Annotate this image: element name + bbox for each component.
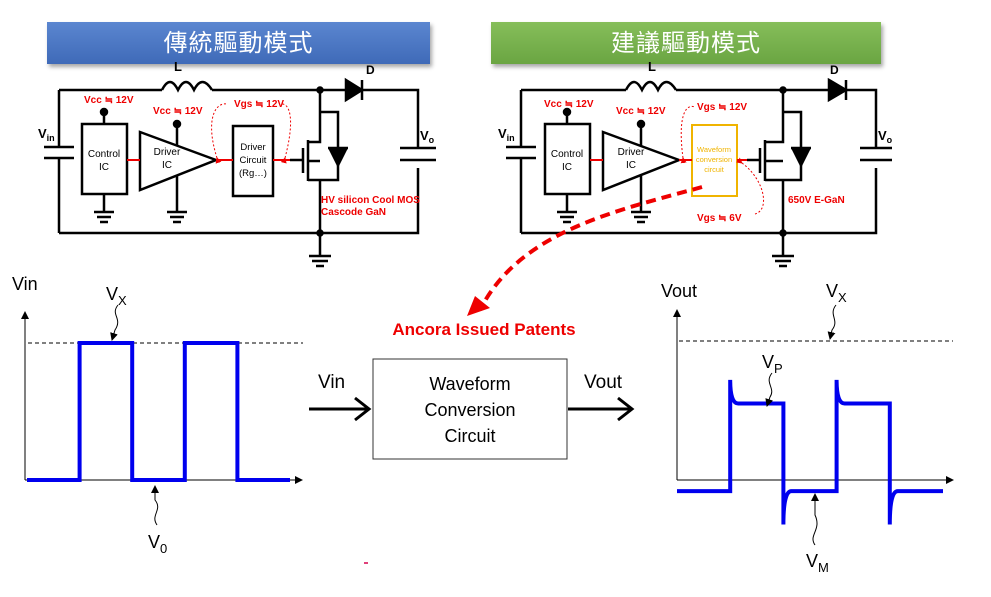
block-line-1: Waveform — [429, 374, 510, 394]
vcc-label-driver: Vcc ≒ 12V — [153, 106, 203, 117]
vout-vp-pointer — [765, 372, 774, 407]
block-line-2: Conversion — [424, 400, 515, 420]
diode-label: D — [830, 63, 839, 77]
block-output-label: Vout — [584, 372, 623, 393]
inductor-label: L — [648, 59, 656, 74]
vin-waveform — [27, 341, 290, 482]
waveform-conversion-block — [372, 358, 568, 460]
vgs-out-label: Vgs ≒ 6V — [697, 213, 742, 224]
vin-chart: Vin VX V0 — [12, 274, 303, 556]
control-ic-label-1: Control — [551, 149, 583, 160]
mosfet-icon — [747, 90, 803, 233]
vin-v0-annotation: V0 — [148, 532, 167, 556]
patent-label: Ancora Issued Patents — [392, 320, 575, 339]
driver-ic-label-1: Driver — [618, 147, 645, 158]
conversion-label-3: circuit — [704, 165, 725, 174]
stray-mark — [364, 562, 368, 564]
control-ic-label-2: IC — [562, 162, 572, 173]
driver-ic-label-2: IC — [162, 160, 172, 171]
inductor-label: L — [174, 59, 182, 74]
vout-vx-annotation: VX — [826, 281, 847, 305]
vgs-label: Vgs ≒ 12V — [234, 99, 284, 110]
inductor-icon — [160, 80, 214, 93]
vin-label: Vin — [38, 126, 55, 143]
vin-capacitor-icon — [44, 90, 74, 233]
vout-vp-annotation: VP — [762, 352, 783, 376]
vout-waveform — [677, 379, 943, 525]
device-label: 650V E-GaN — [788, 195, 845, 206]
vin-y-label: Vin — [12, 274, 38, 294]
conversion-label-1: Waveform — [697, 145, 731, 154]
vin-v0-pointer — [151, 485, 159, 526]
driver-circuit-label-2: Circuit — [240, 155, 267, 166]
driver-ic-label-1: Driver — [154, 147, 181, 158]
block-line-3: Circuit — [444, 426, 495, 446]
bottom-wire — [521, 168, 878, 235]
block-input-label: Vin — [318, 372, 345, 393]
vcc-label-control: Vcc ≒ 12V — [84, 95, 134, 106]
vcc-label-driver: Vcc ≒ 12V — [616, 106, 666, 117]
vo-capacitor-icon — [860, 146, 892, 162]
device-label-1: HV silicon Cool MOS — [321, 195, 420, 206]
vin-capacitor-icon — [506, 90, 536, 233]
proposed-drive-banner: 建議驅動模式 — [491, 22, 881, 64]
traditional-drive-banner: 傳統驅動模式 — [47, 22, 430, 64]
vcc-label-control: Vcc ≒ 12V — [544, 99, 594, 110]
vin-label: Vin — [498, 126, 515, 143]
driver-circuit-label-1: Driver — [240, 142, 265, 153]
vin-vx-annotation: VX — [106, 284, 127, 308]
patent-pointer-arrowhead — [467, 296, 490, 316]
vo-capacitor-icon — [400, 146, 436, 162]
diode-label: D — [366, 63, 375, 77]
bottom-wire — [59, 168, 420, 235]
right-vgs-arrows — [680, 105, 764, 215]
vout-vm-annotation: VM — [806, 551, 829, 575]
vo-label: Vo — [878, 128, 893, 145]
vout-vx-pointer — [827, 304, 837, 340]
control-ic-label-2: IC — [99, 162, 109, 173]
vout-chart: Vout VX VP VM — [661, 281, 954, 575]
ground-icon — [772, 233, 794, 268]
output-arrow-icon — [568, 396, 635, 422]
vout-vm-pointer — [811, 493, 819, 546]
output-diode-icon — [344, 77, 365, 103]
device-label-2: Cascode GaN — [321, 207, 386, 218]
driver-circuit-label-3: (Rg…) — [239, 168, 267, 179]
control-ic-label-1: Control — [88, 149, 120, 160]
output-diode-icon — [827, 77, 849, 103]
top-wire — [59, 88, 420, 148]
driver-ic-label-2: IC — [626, 160, 636, 171]
inductor-icon — [624, 80, 678, 93]
ground-icon — [309, 233, 331, 268]
conversion-label-2: conversion — [696, 155, 732, 164]
mosfet-icon — [290, 90, 340, 233]
vgs-in-label: Vgs ≒ 12V — [697, 102, 747, 113]
left-vgs-arrows — [211, 103, 291, 164]
vo-label: Vo — [420, 128, 435, 145]
input-arrow-icon — [309, 396, 372, 422]
vin-vx-pointer — [110, 304, 119, 341]
vout-y-label: Vout — [661, 281, 697, 301]
patent-pointer-arrow — [478, 185, 703, 311]
